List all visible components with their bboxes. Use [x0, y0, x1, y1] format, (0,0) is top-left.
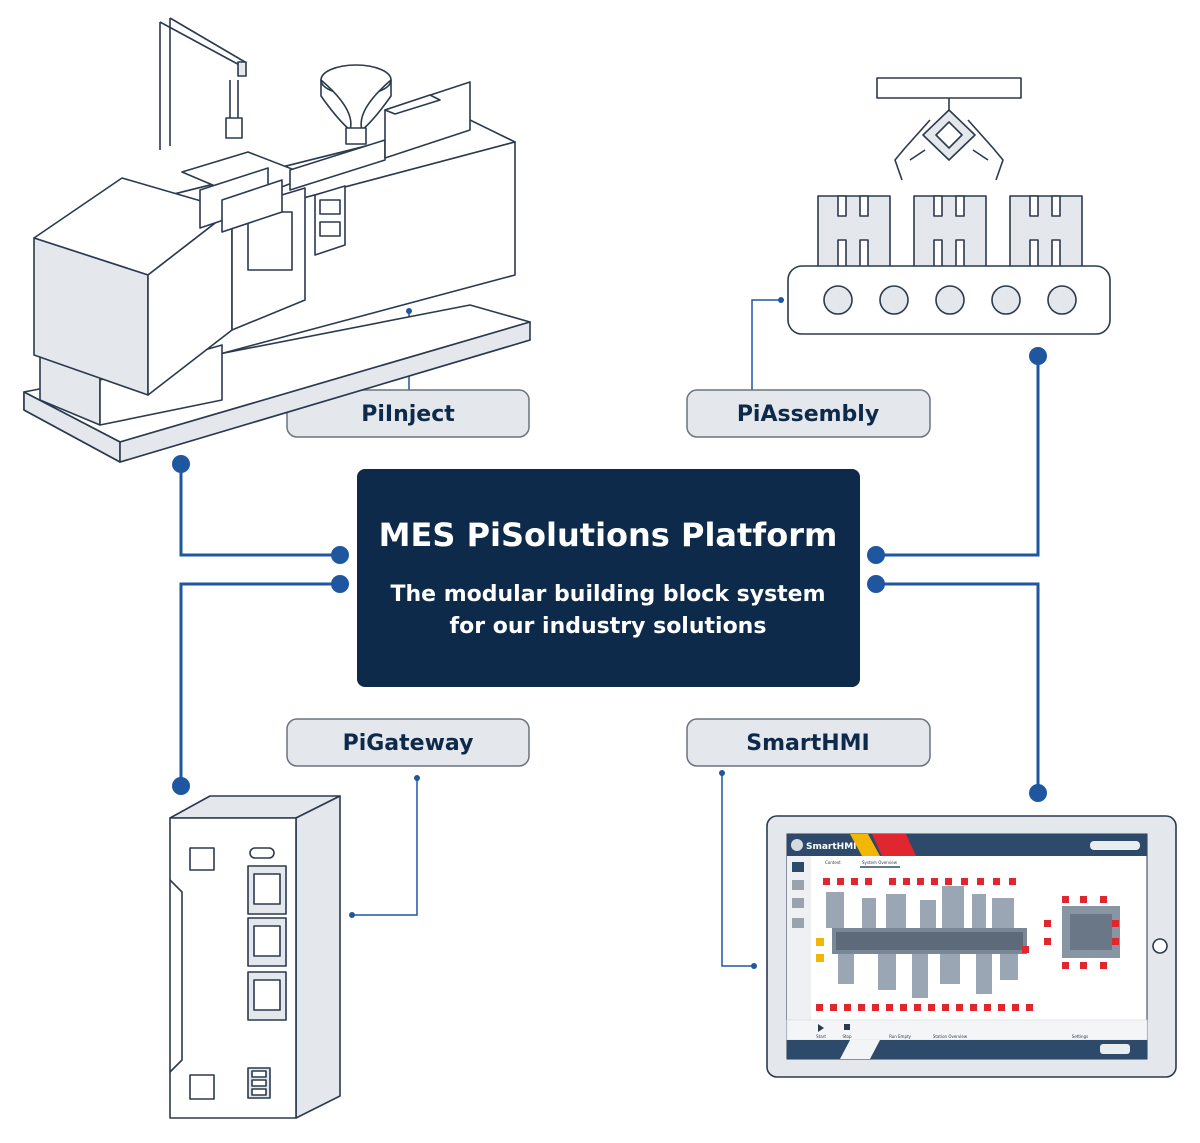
module-label-text: SmartHMI [746, 731, 869, 756]
connector-dot [331, 546, 349, 564]
connector-line-piassembly [876, 356, 1040, 557]
assembly-conveyor-gripper-icon [787, 77, 1111, 335]
hmi-start-button: Start [816, 1034, 826, 1039]
platform-subtitle-line-1: The modular building block system [390, 582, 825, 607]
module-label-text: PiAssembly [737, 402, 879, 427]
connectors [172, 297, 1047, 969]
connector-line-smarthmi [876, 582, 1040, 793]
connector-dot [867, 546, 885, 564]
assembly-part [1009, 195, 1083, 269]
assembly-part [913, 195, 987, 269]
tablet-hmi-icon: SmartHMI Context System Overview [766, 815, 1177, 1078]
assembly-part [817, 195, 891, 269]
gateway-device-icon [169, 795, 341, 1119]
connector-line-pigateway [179, 582, 340, 786]
hmi-station-overview-button: Station Overview [933, 1034, 968, 1039]
hmi-status-markers [816, 878, 1119, 1011]
hmi-tab-system-overview: System Overview [862, 860, 898, 865]
module-label-text: PiInject [361, 402, 455, 427]
connector-dot [172, 777, 190, 795]
platform-box: MES PiSolutions Platform The modular bui… [357, 469, 860, 687]
platform-title: MES PiSolutions Platform [379, 516, 838, 554]
hmi-stop-button: Stop [842, 1034, 852, 1039]
module-label-piinject: PiInject [286, 389, 530, 438]
hmi-settings-button: Settings [1072, 1034, 1088, 1039]
connector-dot [1029, 784, 1047, 802]
hmi-app-name: SmartHMI [806, 842, 857, 852]
platform-subtitle-line-2: for our industry solutions [450, 614, 767, 639]
module-label-pigateway: PiGateway [286, 718, 530, 767]
connector-line-piinject [179, 464, 340, 557]
module-label-text: PiGateway [343, 731, 474, 756]
module-label-smarthmi: SmartHMI [686, 718, 931, 767]
hmi-tab-context: Context [825, 860, 841, 865]
injection-molding-machine-icon [23, 17, 531, 463]
hmi-run-empty-button: Run Empty [889, 1034, 911, 1039]
module-label-piassembly: PiAssembly [686, 389, 931, 438]
